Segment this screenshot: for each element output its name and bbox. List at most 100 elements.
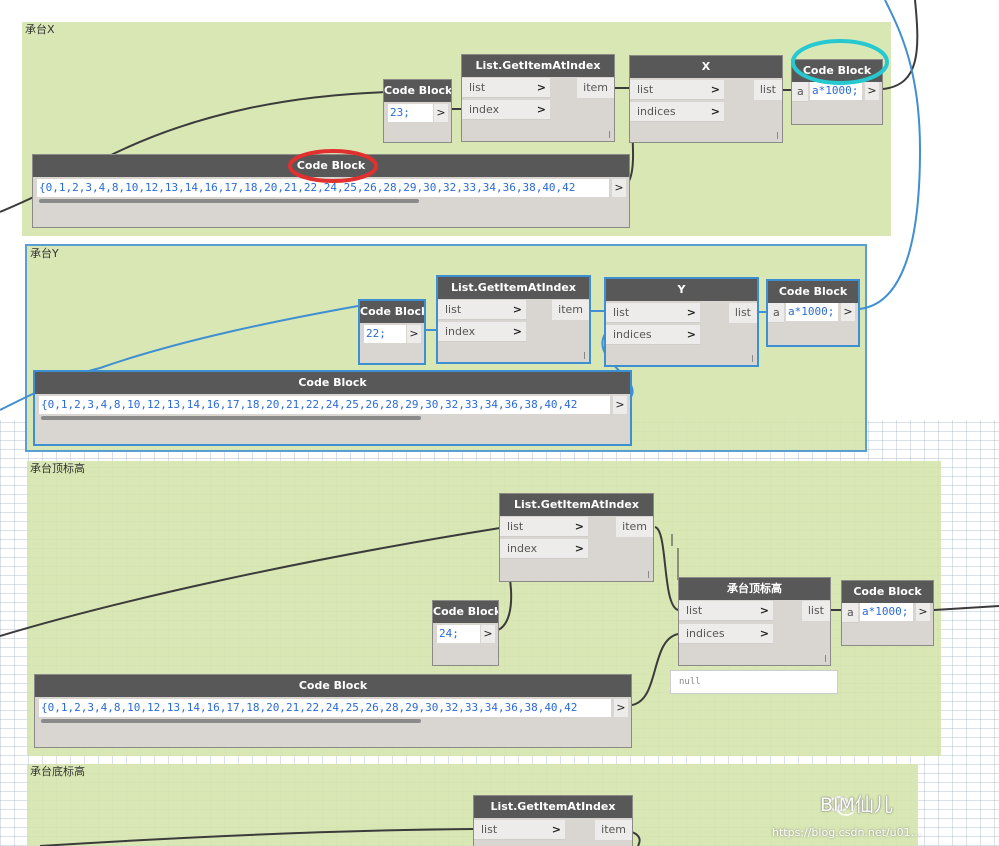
input-port-indices[interactable]: indices> xyxy=(630,102,724,122)
input-port-list[interactable]: list> xyxy=(462,78,550,98)
output-port[interactable]: > xyxy=(612,179,626,197)
input-port-list[interactable]: list> xyxy=(679,601,773,621)
output-port-item[interactable]: item xyxy=(595,820,632,840)
input-port-index[interactable]: index> xyxy=(462,100,550,120)
output-port-item[interactable]: item xyxy=(577,78,614,98)
wire[interactable] xyxy=(858,0,922,310)
wire[interactable] xyxy=(933,605,999,611)
x-node[interactable]: X list> indices> list xyxy=(629,55,783,143)
output-port[interactable]: > xyxy=(613,396,627,414)
wire[interactable] xyxy=(631,633,679,706)
group-title: 承台Y xyxy=(30,247,59,260)
port-arrow: > xyxy=(710,83,720,96)
code-input[interactable]: 24; xyxy=(437,625,480,643)
node-header: Code Block xyxy=(768,281,858,303)
port-label: index xyxy=(445,325,476,338)
wire[interactable] xyxy=(882,0,919,90)
port-arrow: > xyxy=(574,542,584,555)
wire[interactable] xyxy=(104,91,389,159)
code-block-list-x[interactable]: Code Block {0,1,2,3,4,8,10,12,13,14,16,1… xyxy=(32,154,630,228)
cap-top-elevation-node[interactable]: 承台顶标高 list> indices> list xyxy=(678,577,831,666)
red-highlight-circle xyxy=(288,149,378,183)
code-input[interactable]: 22; xyxy=(364,325,406,343)
input-port-a[interactable]: a xyxy=(842,603,858,623)
code-block-multiply-x[interactable]: Code Block a a*1000; > xyxy=(791,59,883,125)
output-port-list[interactable]: list xyxy=(728,303,757,323)
code-input[interactable]: {0,1,2,3,4,8,10,12,13,14,16,17,18,20,21,… xyxy=(39,699,611,717)
port-arrow: > xyxy=(536,103,546,116)
port-arrow: > xyxy=(574,520,584,533)
lacing-indicator xyxy=(777,132,778,139)
input-port-list[interactable]: list> xyxy=(606,303,700,323)
code-block-index-y[interactable]: Code Block 22; > xyxy=(358,299,426,365)
code-block-multiply-top[interactable]: Code Block a a*1000; > xyxy=(841,580,934,646)
input-port-index[interactable]: index > xyxy=(438,322,526,342)
lacing-indicator xyxy=(752,355,753,362)
port-label: index xyxy=(507,542,538,555)
input-port-a[interactable]: a xyxy=(768,303,784,323)
input-port-indices[interactable]: indices> xyxy=(606,325,700,345)
input-port-list[interactable]: list> xyxy=(438,300,526,320)
wire[interactable] xyxy=(0,527,501,637)
wire[interactable] xyxy=(631,831,641,846)
horizontal-scrollbar[interactable] xyxy=(39,199,419,203)
port-arrow: > xyxy=(551,823,561,836)
watermark-brand: BIM仙儿 xyxy=(820,794,894,816)
input-port-index[interactable]: index > xyxy=(500,539,588,559)
group-title: 承台X xyxy=(25,23,55,36)
port-label: list xyxy=(507,520,524,533)
code-block-list-y[interactable]: Code Block {0,1,2,3,4,8,10,12,13,14,16,1… xyxy=(33,370,632,446)
group-title: 承台底标高 xyxy=(30,765,85,778)
port-label: list xyxy=(445,303,462,316)
output-port[interactable]: > xyxy=(916,603,930,621)
get-item-at-index-node-x[interactable]: List.GetItemAtIndex list> index> item xyxy=(461,54,615,142)
output-port[interactable]: > xyxy=(841,303,855,321)
group-title: 承台顶标高 xyxy=(30,462,85,475)
code-input[interactable]: a*1000; xyxy=(786,303,838,321)
output-port[interactable]: > xyxy=(614,699,628,717)
output-port[interactable]: > xyxy=(481,625,495,643)
node-header: List.GetItemAtIndex xyxy=(462,55,614,77)
output-port[interactable]: > xyxy=(865,82,879,100)
output-port-list[interactable]: list xyxy=(801,601,830,621)
output-port-item[interactable]: item xyxy=(552,300,589,320)
input-port-indices[interactable]: indices> xyxy=(679,624,773,644)
group-cap-bottom-elevation[interactable]: 承台底标高 xyxy=(27,764,918,846)
output-port-item[interactable]: item xyxy=(616,517,653,537)
horizontal-scrollbar[interactable] xyxy=(41,416,421,420)
node-header: Code Block xyxy=(360,301,424,323)
get-item-at-index-node-top[interactable]: List.GetItemAtIndex list > index > item xyxy=(499,493,654,582)
lacing-indicator xyxy=(609,131,610,138)
input-port-a[interactable]: a xyxy=(792,82,808,102)
output-port-list[interactable]: list xyxy=(753,80,782,100)
input-port-list[interactable]: list> xyxy=(474,820,565,840)
get-item-at-index-node-y[interactable]: List.GetItemAtIndex list> index > item xyxy=(436,275,591,364)
output-port[interactable]: > xyxy=(407,325,421,343)
node-header: Code Block xyxy=(842,581,933,603)
get-item-at-index-node-bottom[interactable]: List.GetItemAtIndex list> item xyxy=(473,795,633,846)
port-label: indices xyxy=(613,328,652,341)
node-header: List.GetItemAtIndex xyxy=(438,277,589,299)
wire[interactable] xyxy=(654,526,679,611)
code-input[interactable]: {0,1,2,3,4,8,10,12,13,14,16,17,18,20,21,… xyxy=(39,396,610,414)
code-block-index-top[interactable]: Code Block 24; > xyxy=(432,600,499,666)
code-block-list-top[interactable]: Code Block {0,1,2,3,4,8,10,12,13,14,16,1… xyxy=(34,674,632,748)
code-input[interactable]: a*1000; xyxy=(810,82,862,100)
input-port-list[interactable]: list > xyxy=(500,517,588,537)
wire[interactable] xyxy=(39,828,475,846)
code-block-multiply-y[interactable]: Code Block a a*1000; > xyxy=(766,279,860,347)
node-header: 承台顶标高 xyxy=(679,578,830,600)
code-block-index-x[interactable]: Code Block 23; > xyxy=(383,79,452,143)
code-input[interactable]: 23; xyxy=(388,104,433,122)
output-port[interactable]: > xyxy=(434,104,448,122)
code-input[interactable]: {0,1,2,3,4,8,10,12,13,14,16,17,18,20,21,… xyxy=(37,179,609,197)
node-header: List.GetItemAtIndex xyxy=(500,494,653,516)
y-node[interactable]: Y list> indices> list xyxy=(604,277,759,367)
wire[interactable] xyxy=(601,333,634,399)
port-arrow: > xyxy=(512,325,522,338)
input-port-list[interactable]: list> xyxy=(630,80,724,100)
node-preview-bubble[interactable]: null xyxy=(670,670,838,694)
horizontal-scrollbar[interactable] xyxy=(41,719,421,723)
code-input[interactable]: a*1000; xyxy=(860,603,913,621)
